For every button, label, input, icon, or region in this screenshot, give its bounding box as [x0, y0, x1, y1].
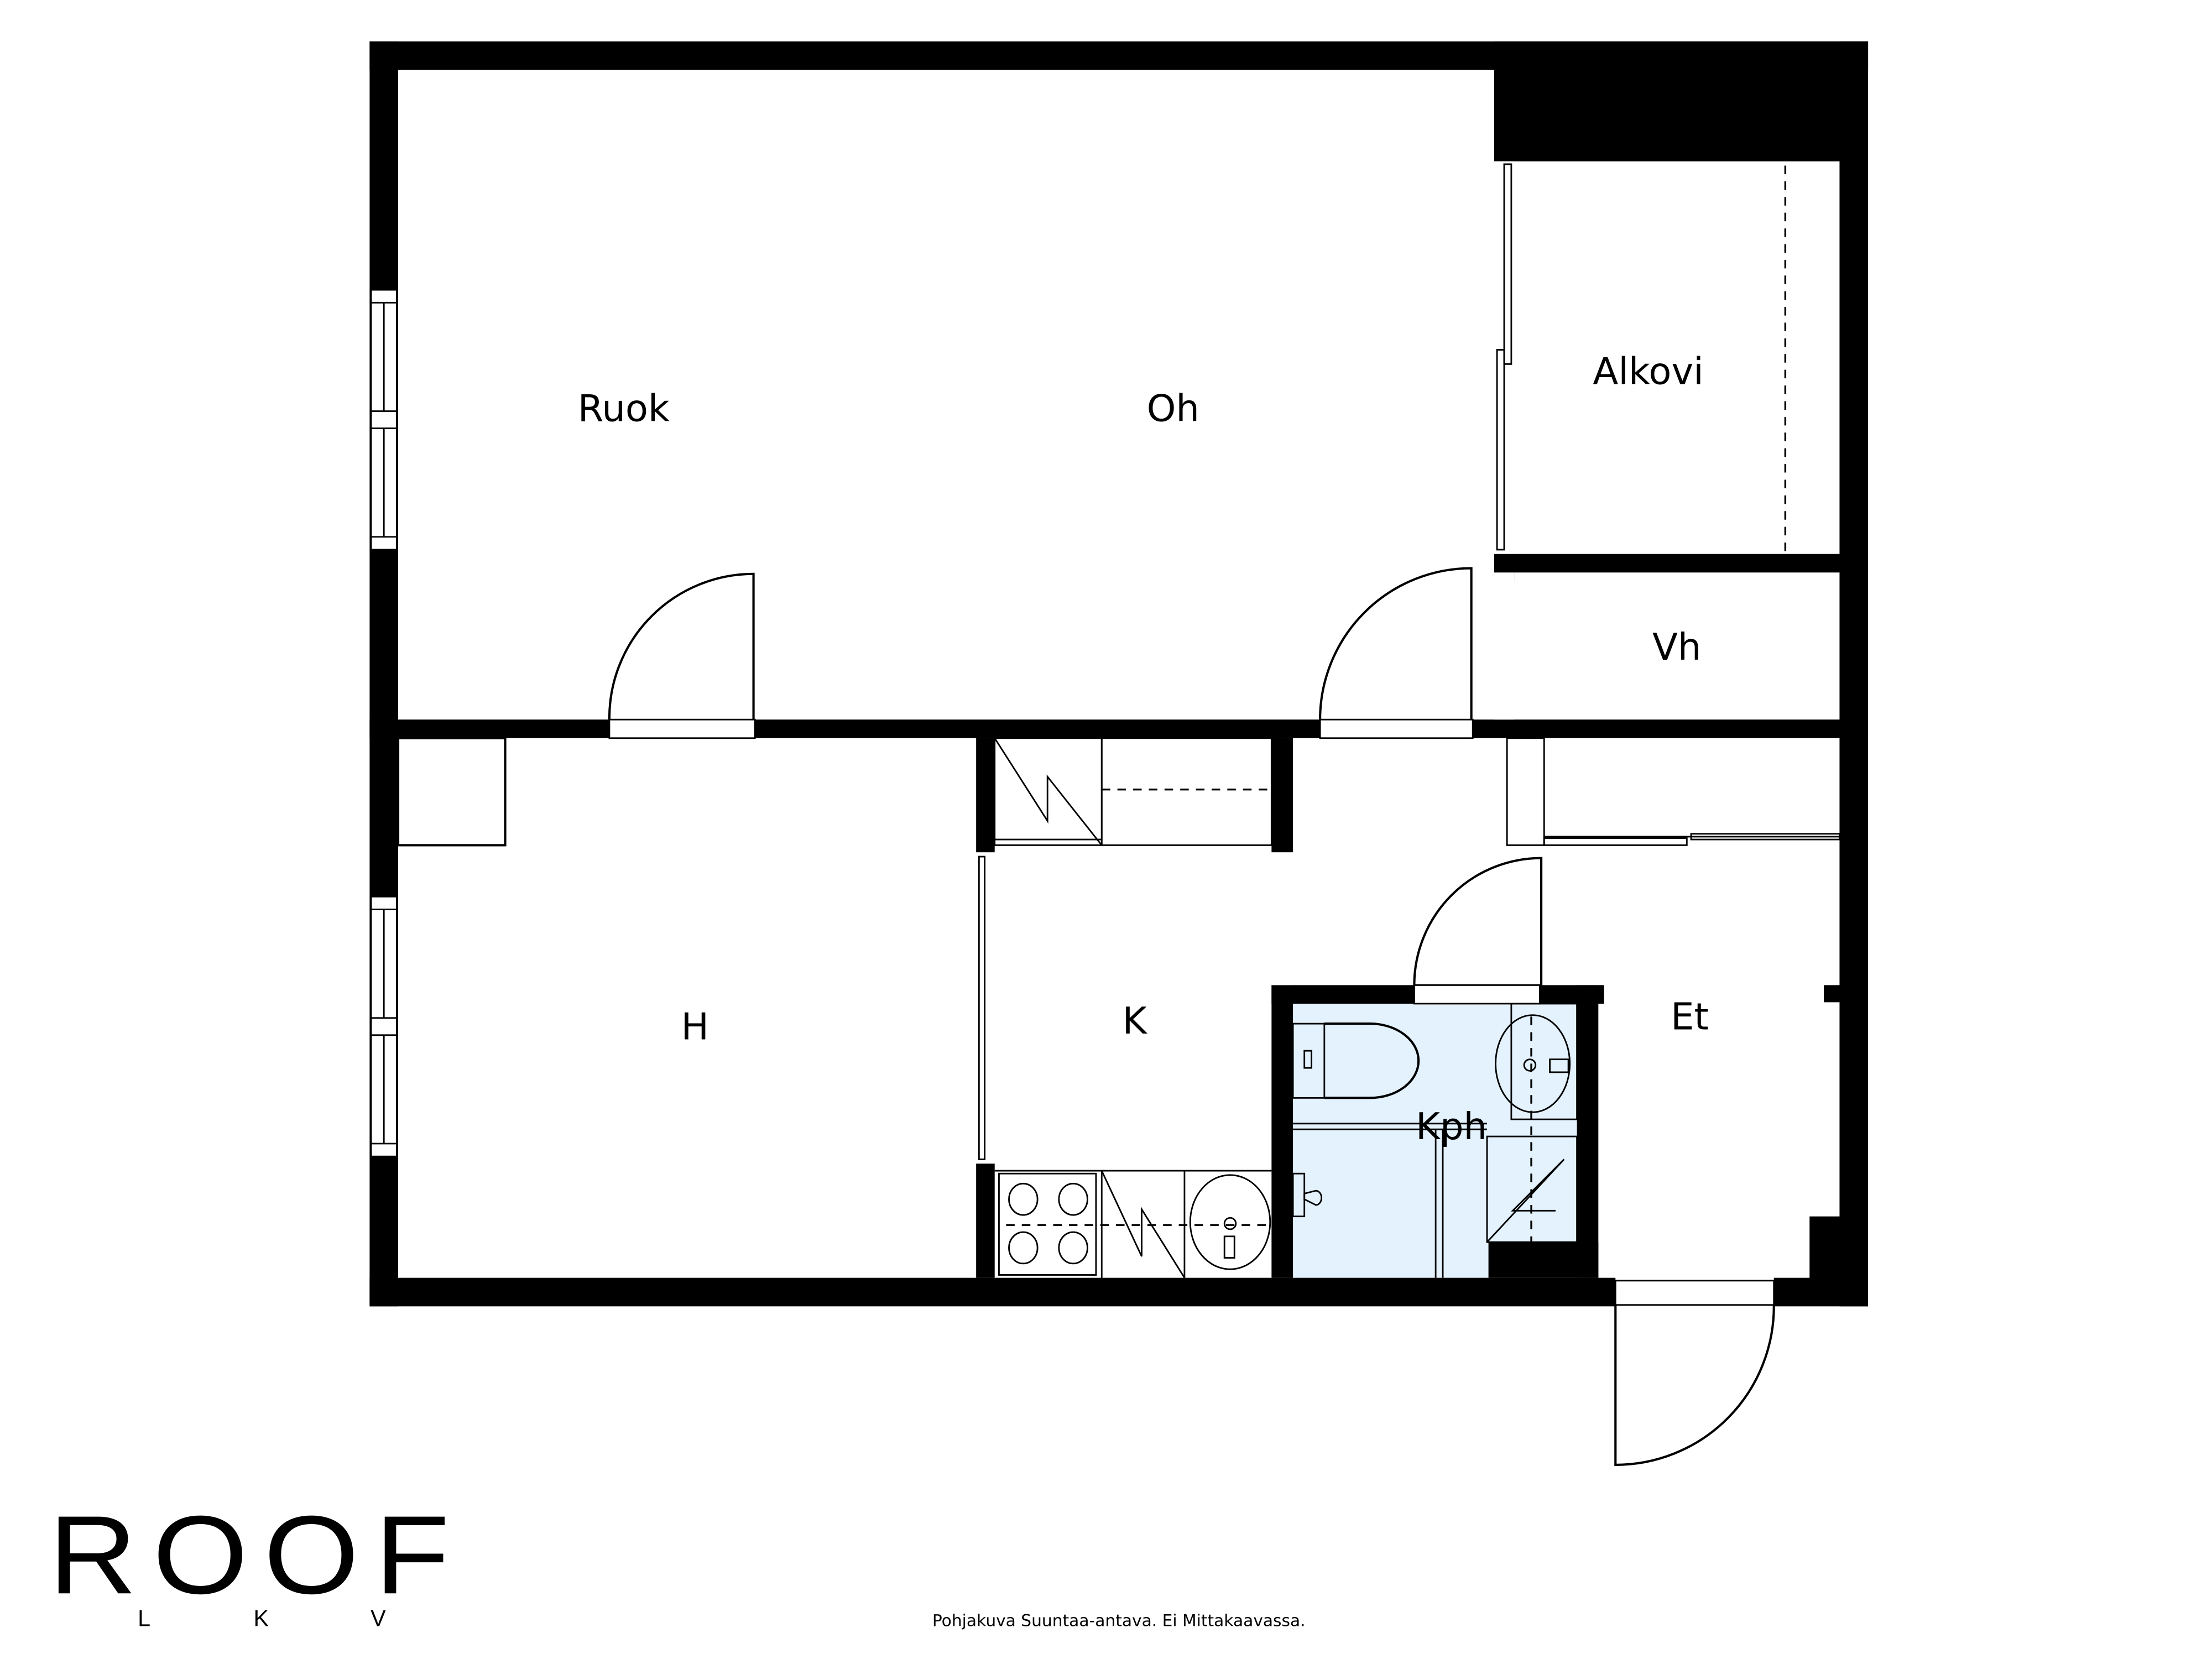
door-oh — [1319, 567, 1474, 740]
logo-sub-k: K — [253, 1606, 269, 1631]
window-ruok — [370, 289, 398, 551]
bathroom-floor — [1291, 1003, 1577, 1278]
room-label-oh: Oh — [1147, 387, 1199, 430]
window-h — [370, 895, 398, 1157]
door-bathroom — [1413, 857, 1543, 1005]
door-entrance — [1614, 1276, 1775, 1466]
roof-lkv-logo: ROOF L K V — [49, 1493, 466, 1631]
h-wardrobe — [397, 737, 507, 847]
room-label-h: H — [681, 1005, 709, 1048]
room-label-k: K — [1123, 999, 1148, 1042]
room-label-alkovi: Alkovi — [1593, 349, 1703, 393]
disclaimer-text: Pohjakuva Suuntaa-antava. Ei Mittakaavas… — [932, 1611, 1306, 1630]
room-label-kph: Kph — [1416, 1105, 1487, 1148]
opening-kitchen-hall — [1271, 852, 1293, 985]
door-ruok-h — [608, 572, 756, 740]
kitchen-upper-units — [994, 737, 1272, 846]
hall-wardrobe — [1506, 737, 1840, 846]
opening-vh — [1494, 572, 1515, 720]
logo-sub-l: L — [138, 1606, 150, 1631]
kitchen-sliding-door — [976, 852, 995, 1164]
kitchen-counter — [994, 1170, 1272, 1279]
logo-sub-v: V — [371, 1606, 386, 1631]
bathroom-fixtures — [1292, 1003, 1578, 1278]
alkovi-sliding-panels — [1494, 161, 1515, 554]
logo-wordmark: ROOF — [49, 1493, 466, 1617]
room-label-ruok: Ruok — [578, 387, 670, 430]
room-label-et: Et — [1671, 995, 1709, 1038]
interior-walls — [369, 554, 1869, 1281]
outer-walls — [369, 41, 1869, 1307]
room-label-vh: Vh — [1652, 625, 1701, 669]
